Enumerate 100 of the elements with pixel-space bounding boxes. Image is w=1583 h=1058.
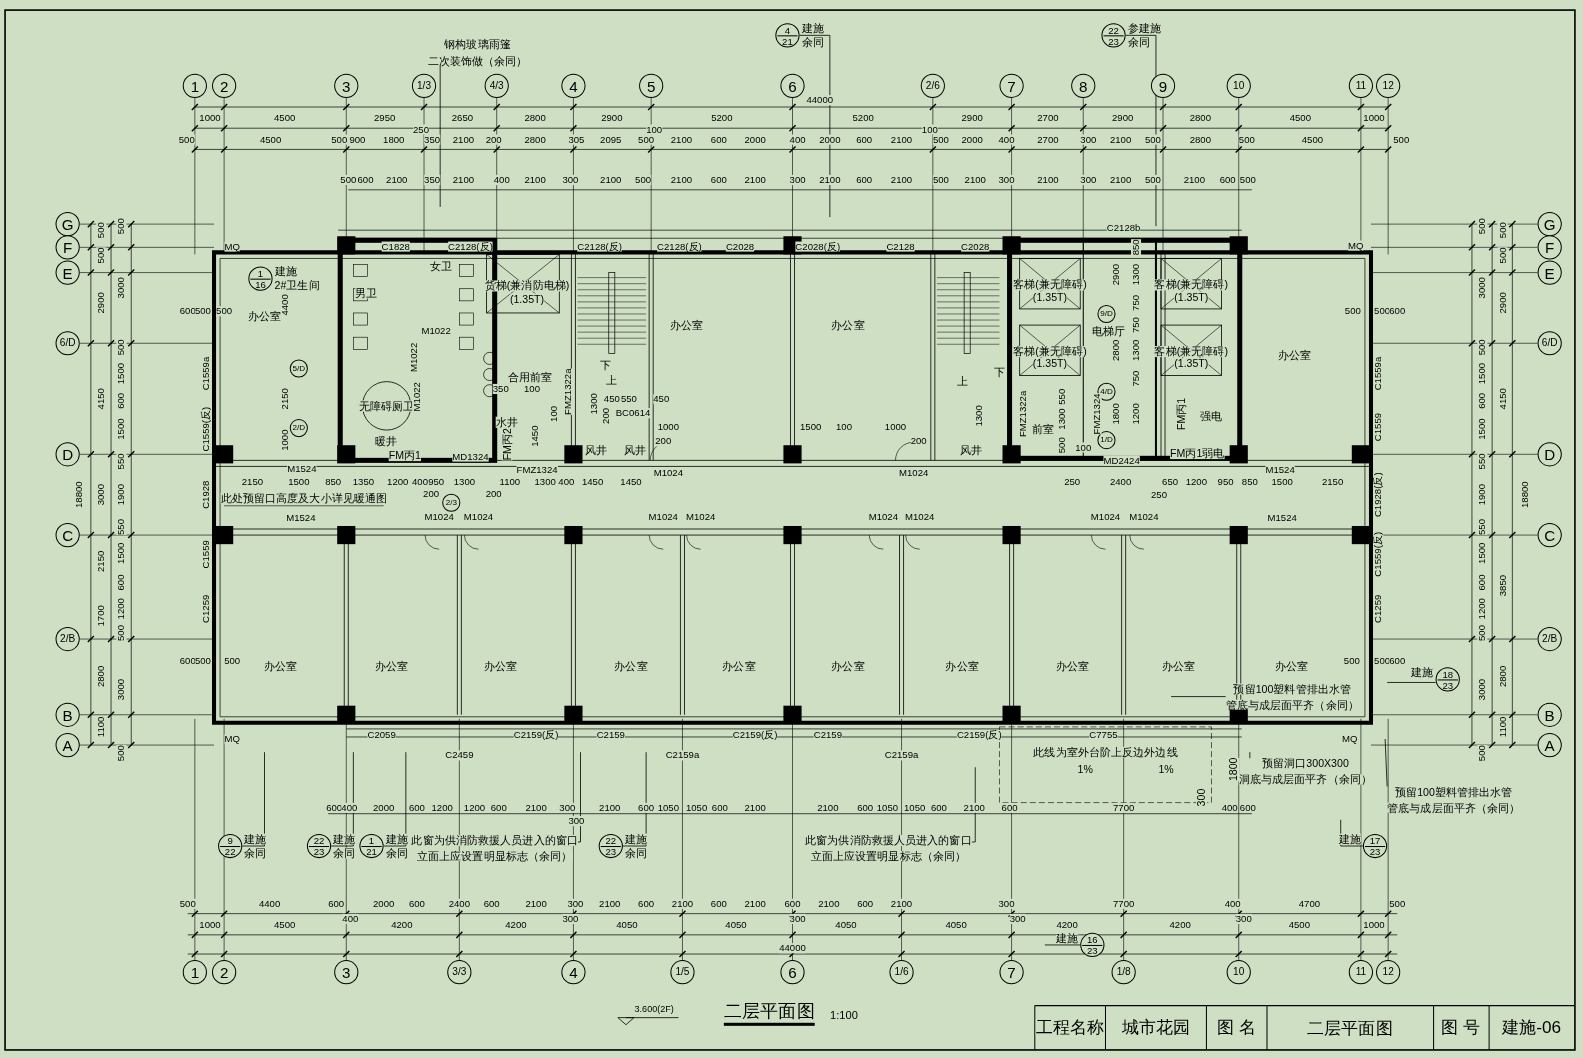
dimension-text: 500	[178, 134, 195, 145]
dimension-text: 500	[194, 655, 211, 666]
room-label: 办公室	[831, 319, 865, 331]
dimension-text: 2900	[96, 292, 106, 314]
axis-bubble: G	[1537, 212, 1562, 237]
callout-note: 建施	[385, 833, 408, 845]
dimension-text: 400	[341, 802, 358, 813]
dimension-text: 600	[638, 898, 655, 909]
detail-callout	[775, 23, 800, 48]
dimension-text: 100	[1075, 442, 1092, 453]
room-label: 办公室	[264, 661, 298, 672]
dimension-text: 350	[424, 174, 441, 185]
dimension-text: 4400	[279, 294, 290, 316]
opening-code: C2128b	[1106, 223, 1141, 233]
axis-bubble: 4	[561, 73, 586, 98]
room-label: 办公室	[1161, 661, 1195, 672]
dimension-text: 300	[789, 174, 806, 185]
dimension-text: 1200	[1130, 403, 1141, 425]
opening-code: C2028(反)	[795, 241, 841, 252]
dimension-text: 600	[784, 898, 801, 909]
callout-number: 23	[1369, 846, 1381, 857]
room-label: 办公室	[375, 661, 409, 672]
dimension-text: 850	[1130, 239, 1141, 256]
dimension-text: 300	[1080, 134, 1097, 145]
room-label: 办公室	[831, 661, 865, 672]
axis-bubble: 10	[1226, 73, 1251, 98]
dimension-text: 2100	[386, 174, 408, 185]
axis-bubble: 6/D	[1537, 331, 1562, 356]
axis-bubble: 6	[780, 73, 805, 98]
callout-note: 建施	[801, 22, 824, 34]
dimension-text: 2100	[525, 898, 547, 909]
axis-bubble: 1/6	[889, 960, 914, 985]
dimension-text: 450	[603, 394, 620, 404]
opening-code: M1024	[463, 512, 494, 522]
dimension-text: 550	[1477, 453, 1487, 470]
dimension-text: 4200	[1056, 919, 1078, 930]
callout-number: 4	[784, 25, 791, 35]
detail-callout	[598, 833, 623, 859]
dimension-text: 500	[224, 655, 241, 666]
dimension-text: 100	[921, 124, 938, 134]
dimension-text: 500	[179, 898, 196, 909]
dimension-text: 2900	[1111, 113, 1134, 123]
dimension-text: 500	[1343, 655, 1360, 666]
dimension-text: 600	[490, 802, 507, 813]
dimension-text: 1300	[1130, 263, 1141, 286]
dimension-text: 600	[711, 802, 728, 813]
opening-code: M1024	[648, 512, 678, 522]
opening-code: M1024	[424, 512, 454, 522]
dimension-text: 4700	[1298, 898, 1321, 909]
room-label: 办公室	[669, 319, 704, 331]
dimension-text: 1500	[1477, 362, 1487, 385]
dimension-text: 44000	[806, 95, 834, 105]
dimension-text: 1900	[116, 484, 126, 506]
dimension-text: 3000	[116, 277, 126, 299]
dimension-text: 2095	[600, 134, 622, 145]
dimension-text: 850	[325, 476, 342, 487]
callout-number: 23	[605, 846, 617, 857]
detail-callout	[306, 833, 332, 859]
dimension-text: 600	[357, 174, 374, 185]
dimension-text: 2100	[890, 898, 913, 909]
dimension-text: 500	[1477, 745, 1487, 762]
dimension-text: 200	[600, 407, 611, 424]
detail-callout	[248, 266, 273, 291]
note-text: 此窗为供消防救援人员进入的窗口	[805, 834, 972, 846]
dimension-text: 2100	[964, 174, 986, 185]
dimension-text: 1050	[876, 802, 899, 813]
callout-number: 22	[1108, 25, 1119, 35]
dimension-text: 300	[559, 802, 576, 813]
axis-bubble: E	[1537, 260, 1562, 285]
axis-bubble: 2/D	[289, 418, 308, 438]
dimension-text: 600	[857, 898, 874, 909]
dimension-text: 300	[562, 174, 579, 185]
opening-code: C2028	[961, 241, 990, 252]
axis-bubble: 1/3	[411, 73, 437, 98]
dimension-text: 350	[424, 134, 441, 145]
axis-bubble: 3	[334, 73, 359, 98]
dimension-text: 300	[1235, 913, 1252, 924]
title-block-text: 二层平面图	[1306, 1020, 1393, 1038]
callout-note: 建施	[624, 833, 648, 845]
dimension-text: 2150	[1321, 476, 1344, 487]
dimension-text: 1500	[1477, 542, 1487, 564]
opening-code: C1928(反)	[1373, 472, 1383, 518]
axis-bubble: 5/D	[289, 359, 308, 378]
dimension-text: 550	[1057, 388, 1067, 405]
dimension-text: 2100	[890, 174, 913, 185]
callout-number: 22	[313, 835, 325, 846]
room-label: 风井	[623, 444, 647, 456]
room-label: FM丙1	[388, 450, 421, 461]
opening-code: C1559a	[201, 356, 211, 391]
callout-note: 建施	[274, 266, 297, 277]
dimension-text: 2900	[1497, 292, 1508, 314]
callout-note: 余同	[624, 847, 648, 859]
dimension-text: 400	[1221, 802, 1238, 813]
dimension-text: 200	[655, 436, 672, 446]
dimension-text: 400	[342, 913, 359, 924]
dimension-text: 2100	[1109, 134, 1132, 145]
dimension-text: 300	[1009, 913, 1026, 924]
leader-line	[1386, 682, 1436, 683]
dimension-text: 1450	[581, 476, 604, 487]
axis-bubble: 12	[1376, 73, 1401, 98]
